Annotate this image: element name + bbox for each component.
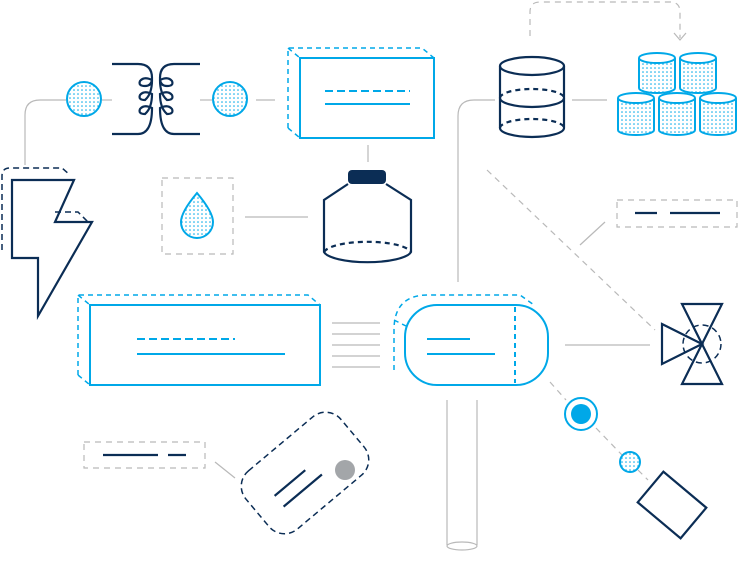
storage-jar-icon [322,170,413,264]
label-box [616,199,738,228]
valve-icon [660,302,724,386]
square-icon [636,470,708,540]
transformer-icon [112,62,200,136]
label-box [83,441,206,469]
tank-icon [393,294,549,386]
dotted-circle-icon [619,451,641,473]
connectors [24,1,687,481]
cylinder-stack-icon [617,52,737,136]
server-box-icon [77,294,321,386]
dotted-circle-icon [212,81,248,117]
lightning-bolt-icon [1,167,94,321]
water-drop-icon [161,177,234,255]
sensor-icon [564,397,598,431]
pipe-icon [446,400,478,551]
dotted-circle-icon [66,81,102,117]
server-box-icon [287,47,435,139]
database-icon [498,55,566,139]
tag-icon [240,411,370,535]
